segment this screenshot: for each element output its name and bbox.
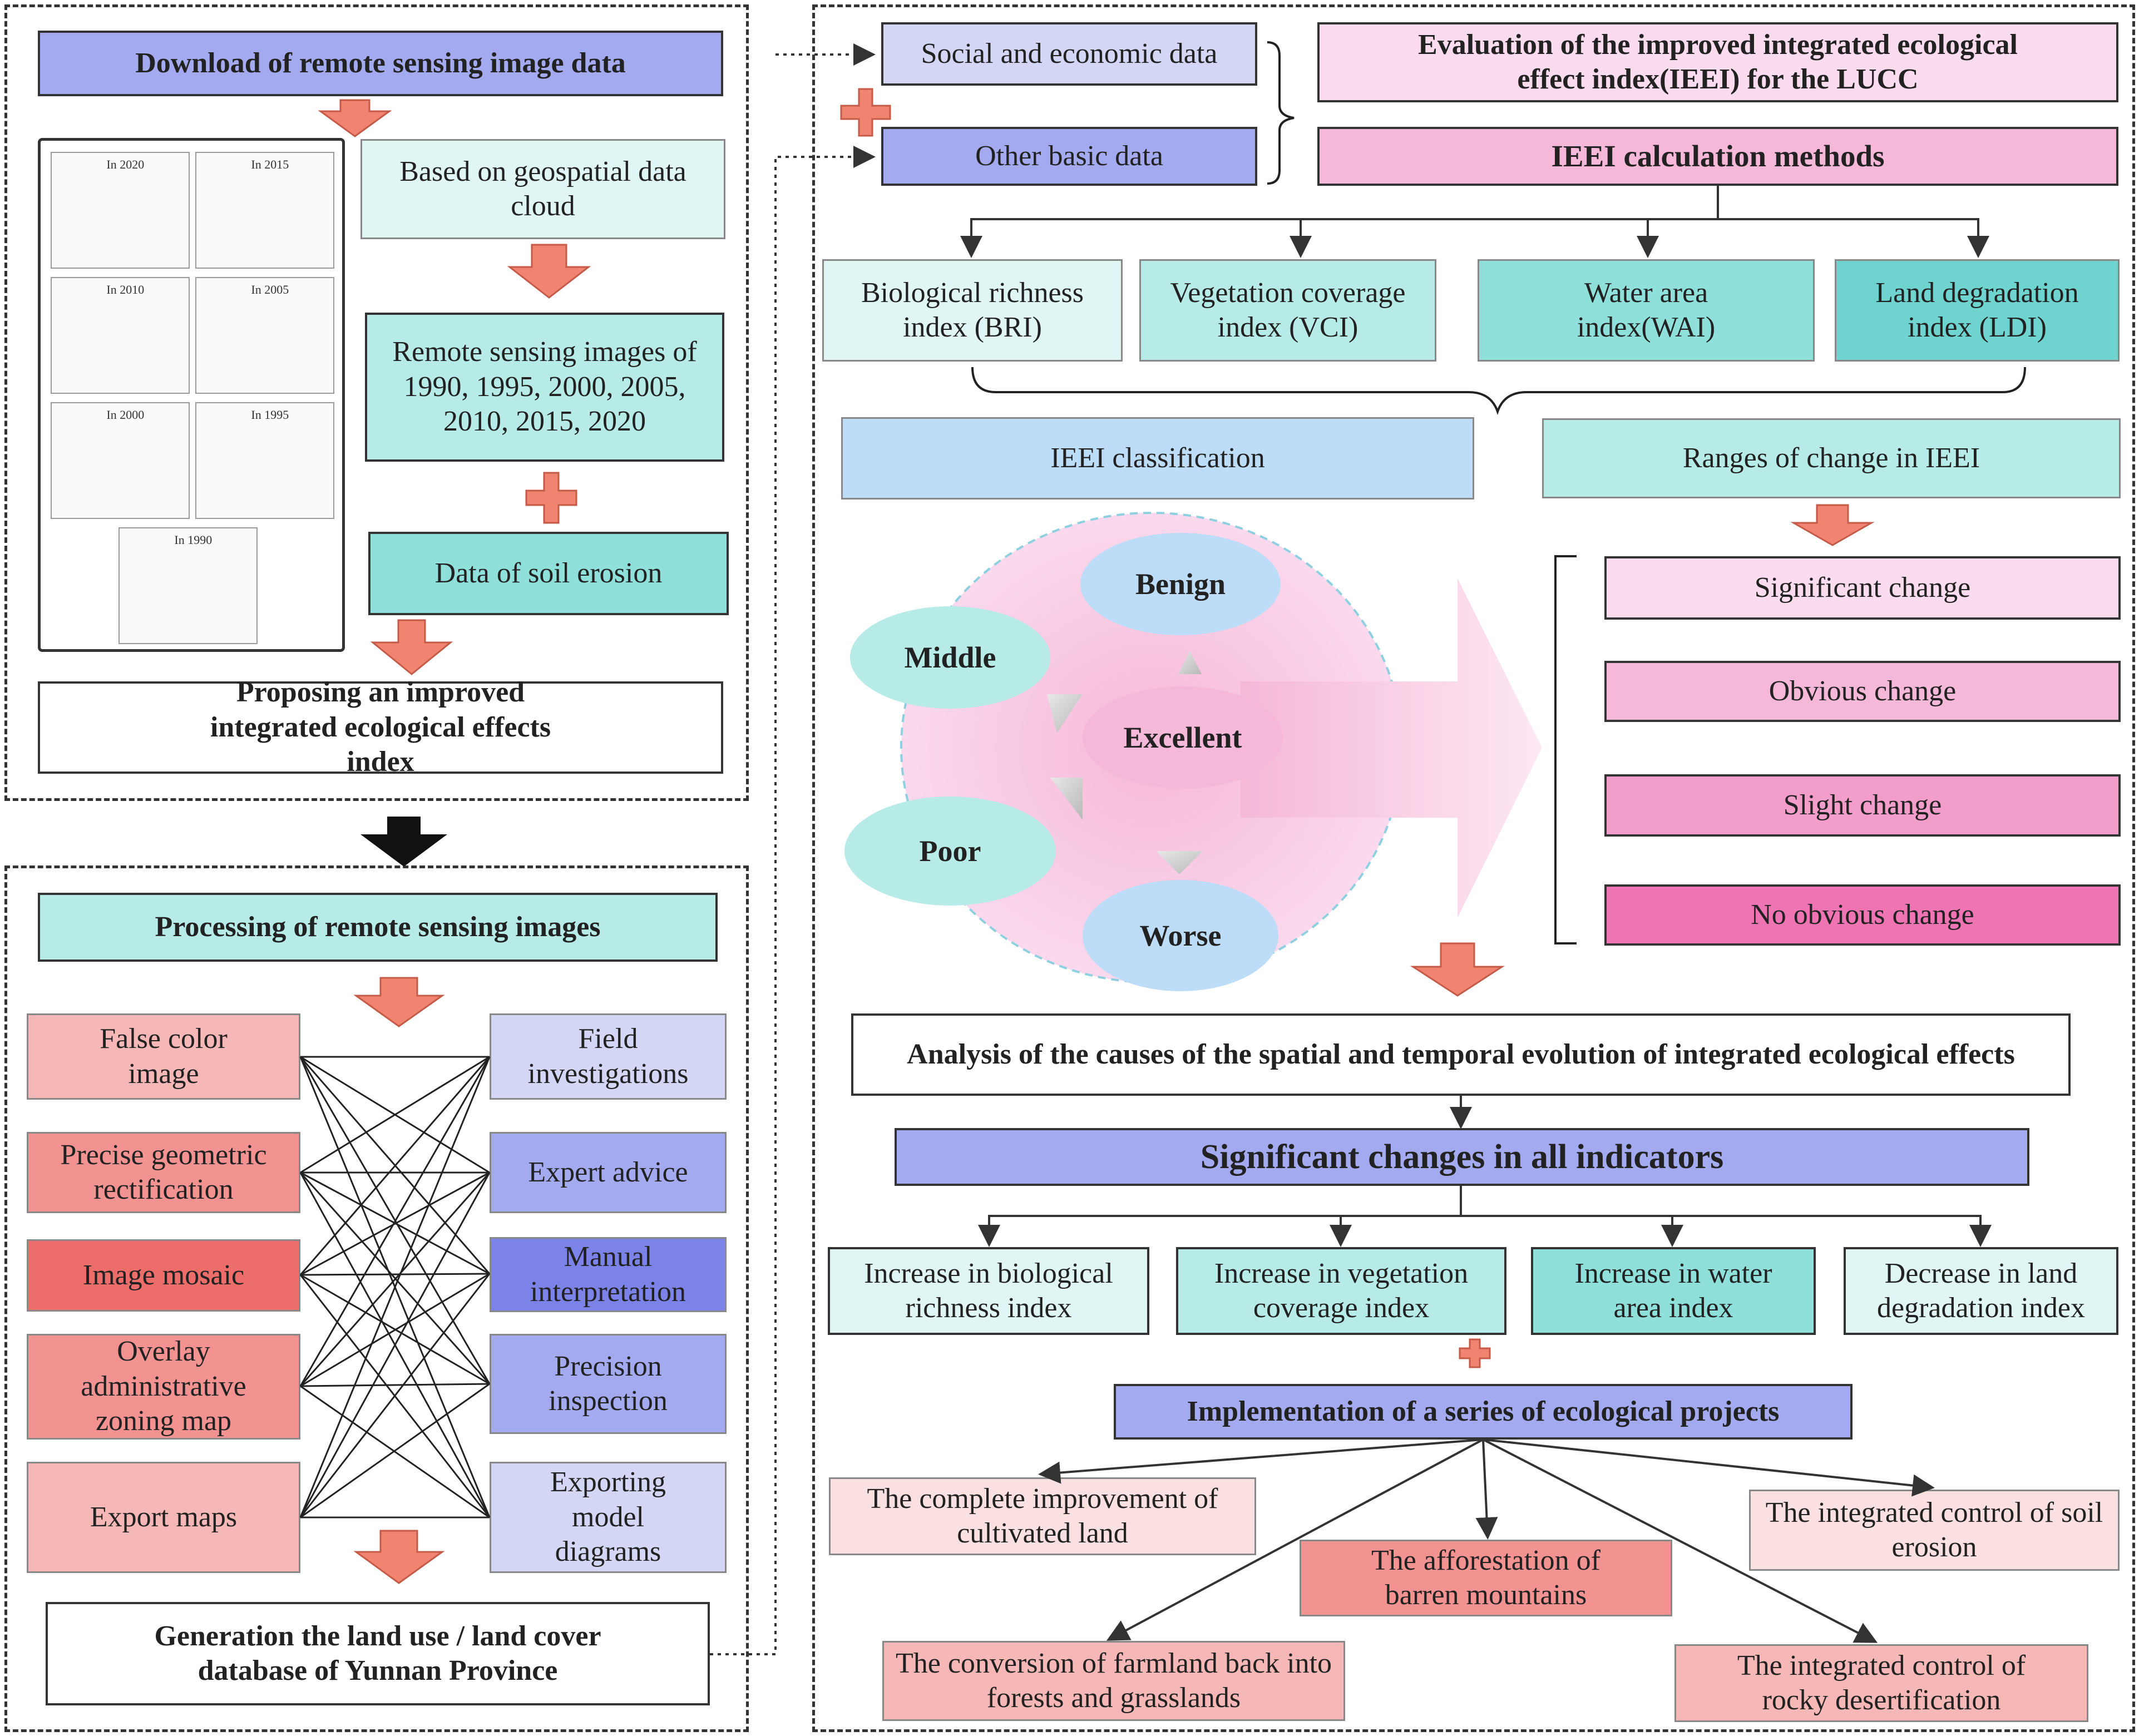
down-arrow-icon [353,977,445,1027]
field-investigations-box: Field investigations [490,1013,727,1100]
down-arrow-icon [318,99,392,137]
method-crosslinks [299,1056,491,1519]
evaluation-box: Evaluation of the improved integrated ec… [1317,22,2118,102]
down-arrow-icon [360,817,447,867]
map-thumbnail: In 2010 [51,277,190,394]
precision-inspection-box: Precision inspection [490,1334,727,1434]
change-obvious: Obvious change [1604,661,2121,722]
false-color-box: False color image [27,1013,300,1100]
expert-advice-box: Expert advice [490,1132,727,1213]
ieei-ranges-box: Ranges of change in IEEI [1542,418,2121,498]
other-basic-box: Other basic data [881,127,1257,186]
ldi-box: Land degradation index (LDI) [1835,259,2120,362]
plus-icon [840,88,891,137]
change-slight: Slight change [1604,774,2121,837]
class-middle: Middle [850,606,1050,709]
class-benign: Benign [1080,533,1281,635]
down-arrow-icon [507,244,591,299]
significant-changes-box: Significant changes in all indicators [895,1128,2029,1186]
image-mosaic-box: Image mosaic [27,1239,300,1312]
down-arrow-icon [370,619,453,675]
increase-wai-box: Increase in water area index [1531,1247,1816,1335]
soil-erosion-box: Data of soil erosion [368,532,729,615]
section-data-download [4,4,749,801]
geo-cloud-box: Based on geospatial data cloud [360,139,725,239]
plus-icon [525,472,577,524]
braces [971,41,2026,944]
social-economic-box: Social and economic data [881,22,1257,86]
map-thumbnails-panel: In 2020 In 2015 In 2010 In 2005 In 2000 … [38,138,345,652]
project-farmland-conversion: The conversion of farmland back into for… [882,1641,1345,1721]
overlay-zoning-box: Overlay administrative zoning map [27,1334,300,1440]
ieei-classification-box: IEEI classification [841,417,1474,499]
down-arrow-icon [1790,504,1875,546]
processing-box: Processing of remote sensing images [38,893,718,962]
class-poor: Poor [844,797,1056,906]
dotted-links [710,43,876,1655]
down-arrow-icon [1410,942,1505,997]
project-soil-erosion: The integrated control of soil erosion [1749,1490,2120,1571]
project-rocky-desertification: The integrated control of rocky desertif… [1674,1644,2088,1722]
section-image-processing [4,865,749,1732]
download-box: Download of remote sensing image data [38,31,723,96]
exporting-diagrams-box: Exporting model diagrams [490,1462,727,1573]
change-significant: Significant change [1604,556,2121,620]
project-afforestation: The afforestation of barren mountains [1300,1540,1672,1616]
increase-vci-box: Increase in vegetation coverage index [1176,1247,1506,1335]
analysis-box: Analysis of the causes of the spatial an… [851,1013,2071,1096]
increase-bri-box: Increase in biological richness index [828,1247,1149,1335]
decrease-ldi-box: Decrease in land degradation index [1844,1247,2118,1335]
bri-box: Biological richness index (BRI) [822,259,1123,362]
export-maps-box: Export maps [27,1462,300,1573]
class-worse: Worse [1083,880,1278,991]
tree-connectors [960,186,1992,1643]
section-ieei-evaluation [812,4,2135,1732]
manual-interpretation-box: Manual interpretation [490,1237,727,1312]
proposing-box: Proposing an improved integrated ecologi… [38,676,723,778]
wai-box: Water area index(WAI) [1478,259,1815,362]
map-thumbnail: In 1995 [195,402,334,519]
implementation-box: Implementation of a series of ecological… [1114,1384,1853,1440]
map-thumbnail: In 1990 [118,527,258,644]
methods-box: IEEI calculation methods [1317,127,2118,186]
map-thumbnail: In 2020 [51,152,190,269]
map-thumbnail: In 2015 [195,152,334,269]
vci-box: Vegetation coverage index (VCI) [1139,259,1436,362]
rs-images-box: Remote sensing images of 1990, 1995, 200… [365,313,724,462]
plus-icon [1459,1338,1491,1368]
geometric-rectification-box: Precise geometric rectification [27,1132,300,1213]
down-arrow-icon [353,1530,445,1584]
class-excellent: Excellent [1083,686,1283,789]
map-thumbnail: In 2005 [195,277,334,394]
generation-database-box: Generation the land use / land cover dat… [46,1602,710,1705]
change-no-obvious: No obvious change [1604,884,2121,946]
orange-arrows [318,88,1875,1584]
map-thumbnail: In 2000 [51,402,190,519]
